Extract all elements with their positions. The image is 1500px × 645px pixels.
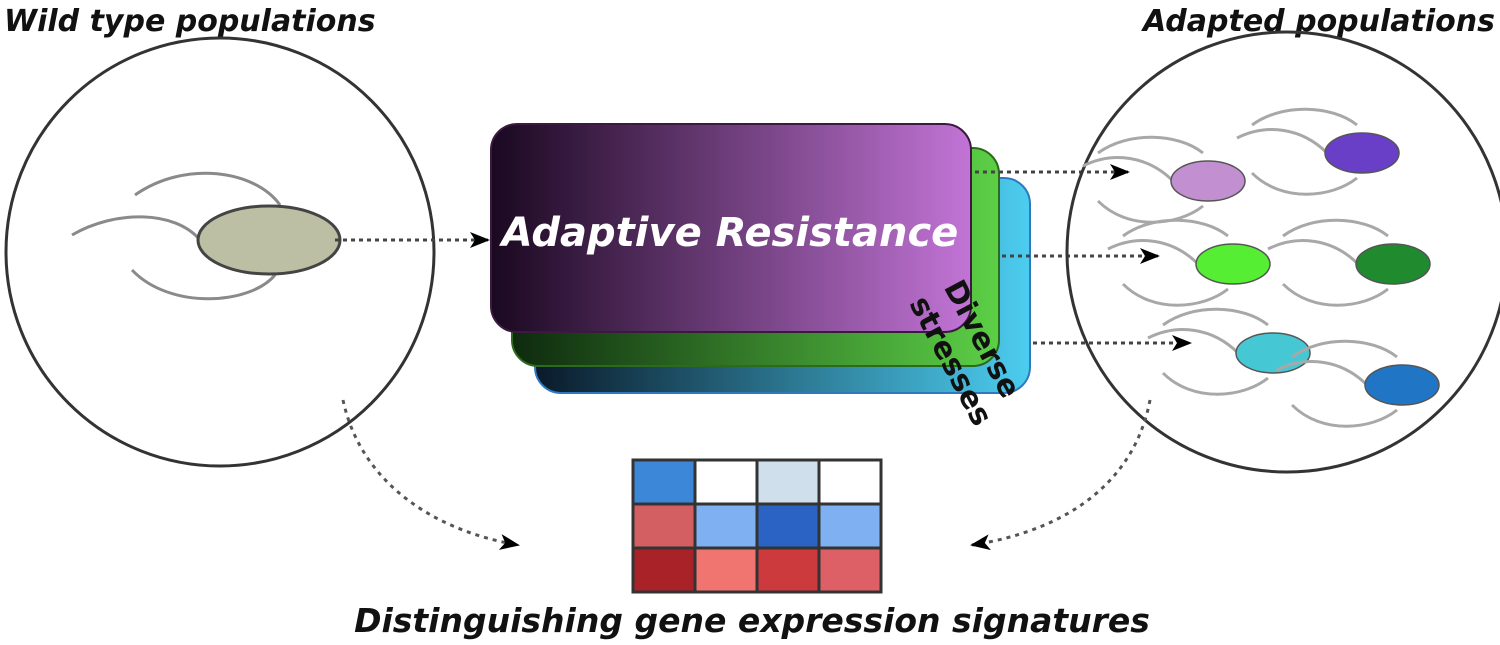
flagellum [1290,403,1398,428]
adapted-circle [1065,30,1500,474]
adaptive-resistance-stack: Adaptive Resistance Diverse stresses [490,123,1031,432]
flagellum [1267,239,1360,266]
adapted-cell-light-purple [1170,160,1246,202]
adapted-cell-blue [1364,364,1440,406]
flagellum [1097,135,1204,155]
flagellum [1147,328,1240,355]
arrow-wild-type-to-heatmap [341,399,520,550]
adapted-bacterium-blue [1276,339,1440,428]
adapted-cell-dark-green [1355,243,1431,285]
heatmap-cell-r3-c4 [817,546,883,594]
arrow-adapted-to-heatmap [970,399,1152,551]
heatmap-cell-r3-c2 [693,546,759,594]
heatmap-cell-r1-c4 [817,458,883,506]
flagellum [1251,107,1358,127]
flagellum [1282,218,1389,238]
flagellum [71,215,202,241]
wild-type-cell [196,204,342,276]
adapted-cell-bright-green [1195,243,1271,285]
heatmap-cell-r1-c1 [631,458,697,506]
heatmap-cell-r2-c3 [755,502,821,550]
wild-type-population [4,36,436,468]
stack-layer-purple [490,123,972,333]
adapted-cell-dark-purple [1324,132,1400,174]
heatmap-cell-r2-c2 [693,502,759,550]
flagellum [1250,171,1358,196]
adapted-bacterium-bright-green [1107,218,1271,307]
flagellum [1281,282,1389,307]
adapted-bacterium-dark-purple [1236,107,1400,196]
heatmap-cell-r1-c3 [755,458,821,506]
flagellum [134,171,282,206]
adapted-bacterium-dark-green [1267,218,1431,307]
heatmap-cell-r3-c3 [755,546,821,594]
flagellum [1122,218,1229,238]
adapted-bacterium-cyan [1147,307,1311,396]
heatmap-cell-r2-c4 [817,502,883,550]
adapted-bacterium-light-purple [1082,135,1246,224]
flagellum [1121,282,1229,307]
flagellum [1082,156,1175,183]
caption: Distinguishing gene expression signature… [354,601,1150,640]
flagellum [130,268,277,301]
wild-type-circle [4,36,436,468]
heatmap-cell-r3-c1 [631,546,697,594]
flagellum [1236,128,1329,155]
flagellum [1276,360,1369,387]
wild-type-title: Wild type populations [4,4,376,39]
gene-expression-heatmap [631,458,883,594]
flagellum [1161,371,1269,396]
flagellum [1096,199,1204,224]
heatmap-cell-r1-c2 [693,458,759,506]
flagellum [1162,307,1269,327]
adaptive-resistance-label: Adaptive Resistance [499,210,959,256]
adapted-population [1065,30,1500,474]
heatmap-cell-r2-c1 [631,502,697,550]
flagellum [1291,339,1398,359]
flagellum [1107,239,1200,266]
wild-type-bacterium [71,171,342,301]
